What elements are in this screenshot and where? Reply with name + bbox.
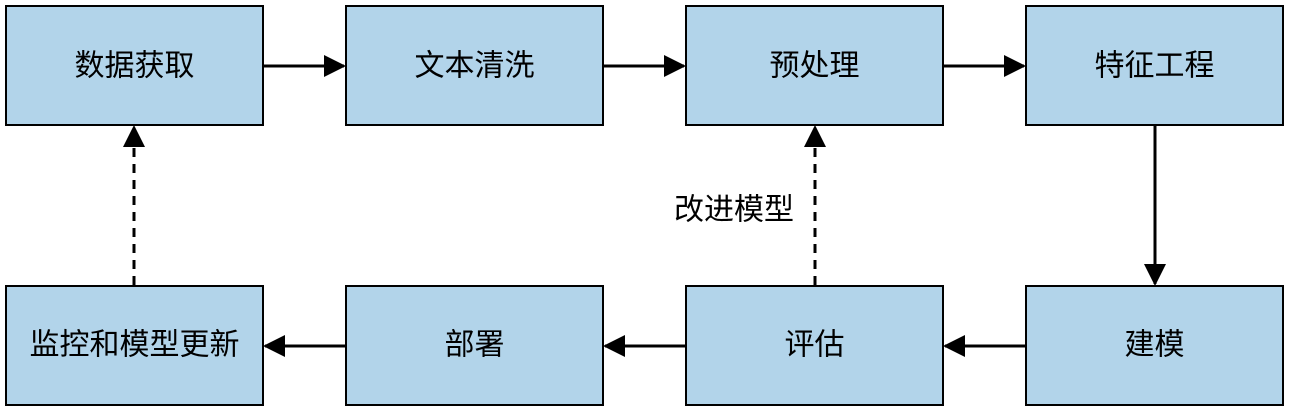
node-evaluation-label: 评估	[785, 328, 845, 363]
node-evaluation-box	[685, 285, 944, 406]
node-modeling-box	[1025, 285, 1284, 406]
node-modeling-label: 建模	[1125, 328, 1185, 363]
node-monitoring-update: 监控和模型更新	[5, 285, 264, 406]
node-feature-engineering: 特征工程	[1025, 5, 1284, 126]
node-text-cleaning: 文本清洗	[345, 5, 604, 126]
node-preprocessing: 预处理	[685, 5, 944, 126]
node-feature-engineering-box	[1025, 5, 1284, 126]
node-feature-engineering-label: 特征工程	[1095, 49, 1215, 84]
node-data-acquisition-label: 数据获取	[75, 49, 195, 84]
node-monitoring-update-label: 监控和模型更新	[30, 328, 240, 363]
node-deployment: 部署	[345, 285, 604, 406]
edge-label-improve-model: 改进模型	[674, 193, 794, 228]
node-preprocessing-box	[685, 5, 944, 126]
node-modeling: 建模	[1025, 285, 1284, 406]
node-text-cleaning-label: 文本清洗	[415, 49, 535, 84]
node-data-acquisition-box	[5, 5, 264, 126]
node-monitoring-update-box	[5, 285, 264, 406]
node-deployment-label: 部署	[445, 328, 505, 363]
node-data-acquisition: 数据获取	[5, 5, 264, 126]
node-evaluation: 评估	[685, 285, 944, 406]
node-preprocessing-label: 预处理	[770, 49, 860, 84]
node-text-cleaning-box	[345, 5, 604, 126]
node-deployment-box	[345, 285, 604, 406]
